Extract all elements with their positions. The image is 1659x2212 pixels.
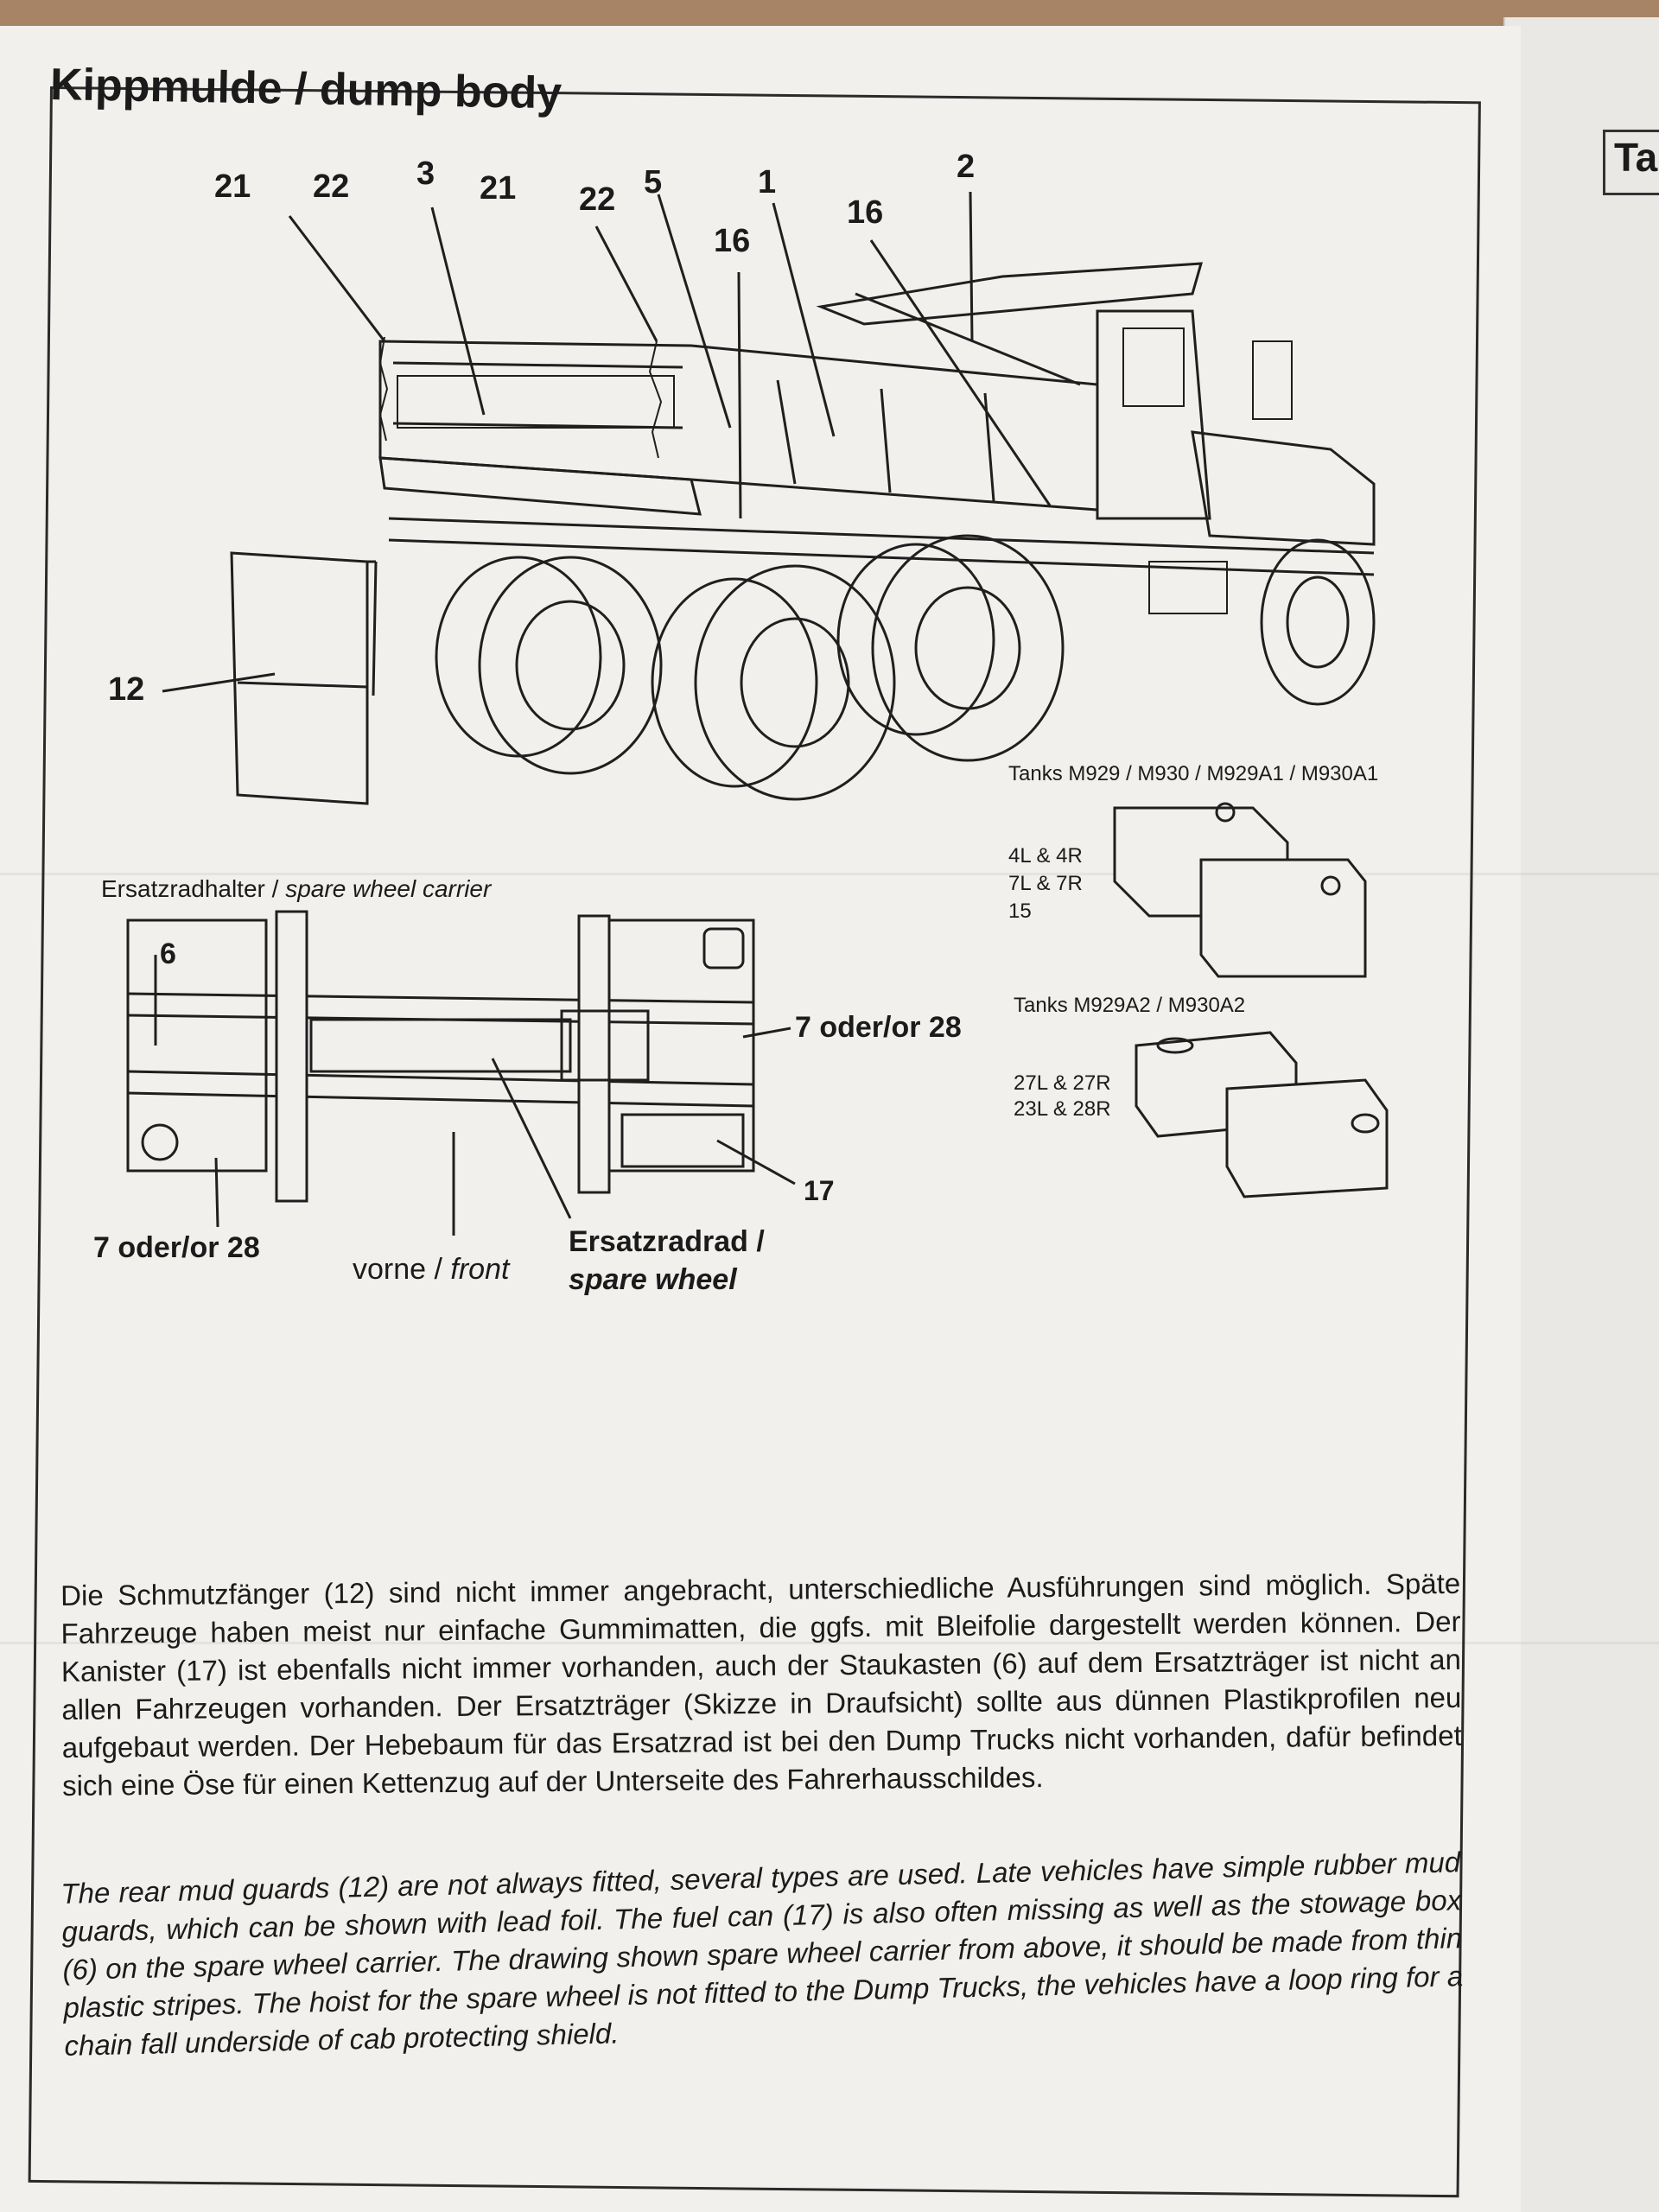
paper-fold bbox=[0, 873, 1659, 875]
paper-fold bbox=[0, 1642, 1659, 1644]
spare-wheel-label-en: spare wheel bbox=[569, 1263, 737, 1296]
callout-2: 2 bbox=[957, 149, 976, 185]
callout-7-or-28-left: 7 oder/or 28 bbox=[93, 1231, 260, 1264]
callout-16: 16 bbox=[847, 194, 884, 231]
spare-wheel-carrier-drawing bbox=[126, 910, 755, 1203]
callout-16: 16 bbox=[714, 223, 751, 259]
callout-6: 6 bbox=[160, 938, 176, 970]
callout-22: 22 bbox=[313, 168, 350, 205]
next-page-title-box bbox=[1603, 130, 1659, 195]
callout-21: 21 bbox=[480, 170, 517, 207]
tank-part-label: 27L & 27R bbox=[1014, 1071, 1111, 1095]
callout-leader-lines bbox=[162, 191, 1052, 693]
spare-wheel-label-de: Ersatzradrad / bbox=[569, 1225, 765, 1258]
mud-guard-part bbox=[230, 551, 378, 805]
callout-5: 5 bbox=[644, 164, 663, 200]
notes-english: The rear mud guards (12) are not always … bbox=[60, 1846, 1464, 2062]
tank-part-label: 4L & 4R bbox=[1008, 844, 1083, 868]
spare-carrier-heading: Ersatzradhalter / spare wheel carrier bbox=[101, 875, 492, 902]
callout-3: 3 bbox=[416, 156, 435, 192]
tank-part-label: 7L & 7R bbox=[1008, 872, 1083, 895]
callout-12: 12 bbox=[108, 671, 145, 708]
carrier-leader-lines bbox=[154, 955, 796, 1236]
callout-17: 17 bbox=[804, 1175, 835, 1206]
front-direction-label: vorne / front bbox=[353, 1253, 510, 1286]
tank-part-label: 23L & 28R bbox=[1014, 1097, 1111, 1121]
truck-illustration bbox=[378, 262, 1376, 801]
next-page-title-fragment: Ta bbox=[1614, 135, 1658, 180]
notes-german: Die Schmutzfänger (12) sind nicht immer … bbox=[60, 1567, 1462, 1802]
callout-1: 1 bbox=[758, 164, 777, 200]
tank-drawing-early bbox=[1113, 802, 1367, 978]
tank-drawing-late bbox=[1135, 1031, 1389, 1198]
tank-part-label: 15 bbox=[1008, 899, 1032, 923]
adjacent-page bbox=[1503, 17, 1659, 2212]
callout-7-or-28-right: 7 oder/or 28 bbox=[795, 1011, 962, 1044]
callout-21: 21 bbox=[214, 168, 251, 205]
callout-22: 22 bbox=[579, 181, 616, 218]
tanks-late-heading: Tanks M929A2 / M930A2 bbox=[1014, 994, 1246, 1017]
tanks-early-heading: Tanks M929 / M930 / M929A1 / M930A1 bbox=[1008, 762, 1379, 785]
